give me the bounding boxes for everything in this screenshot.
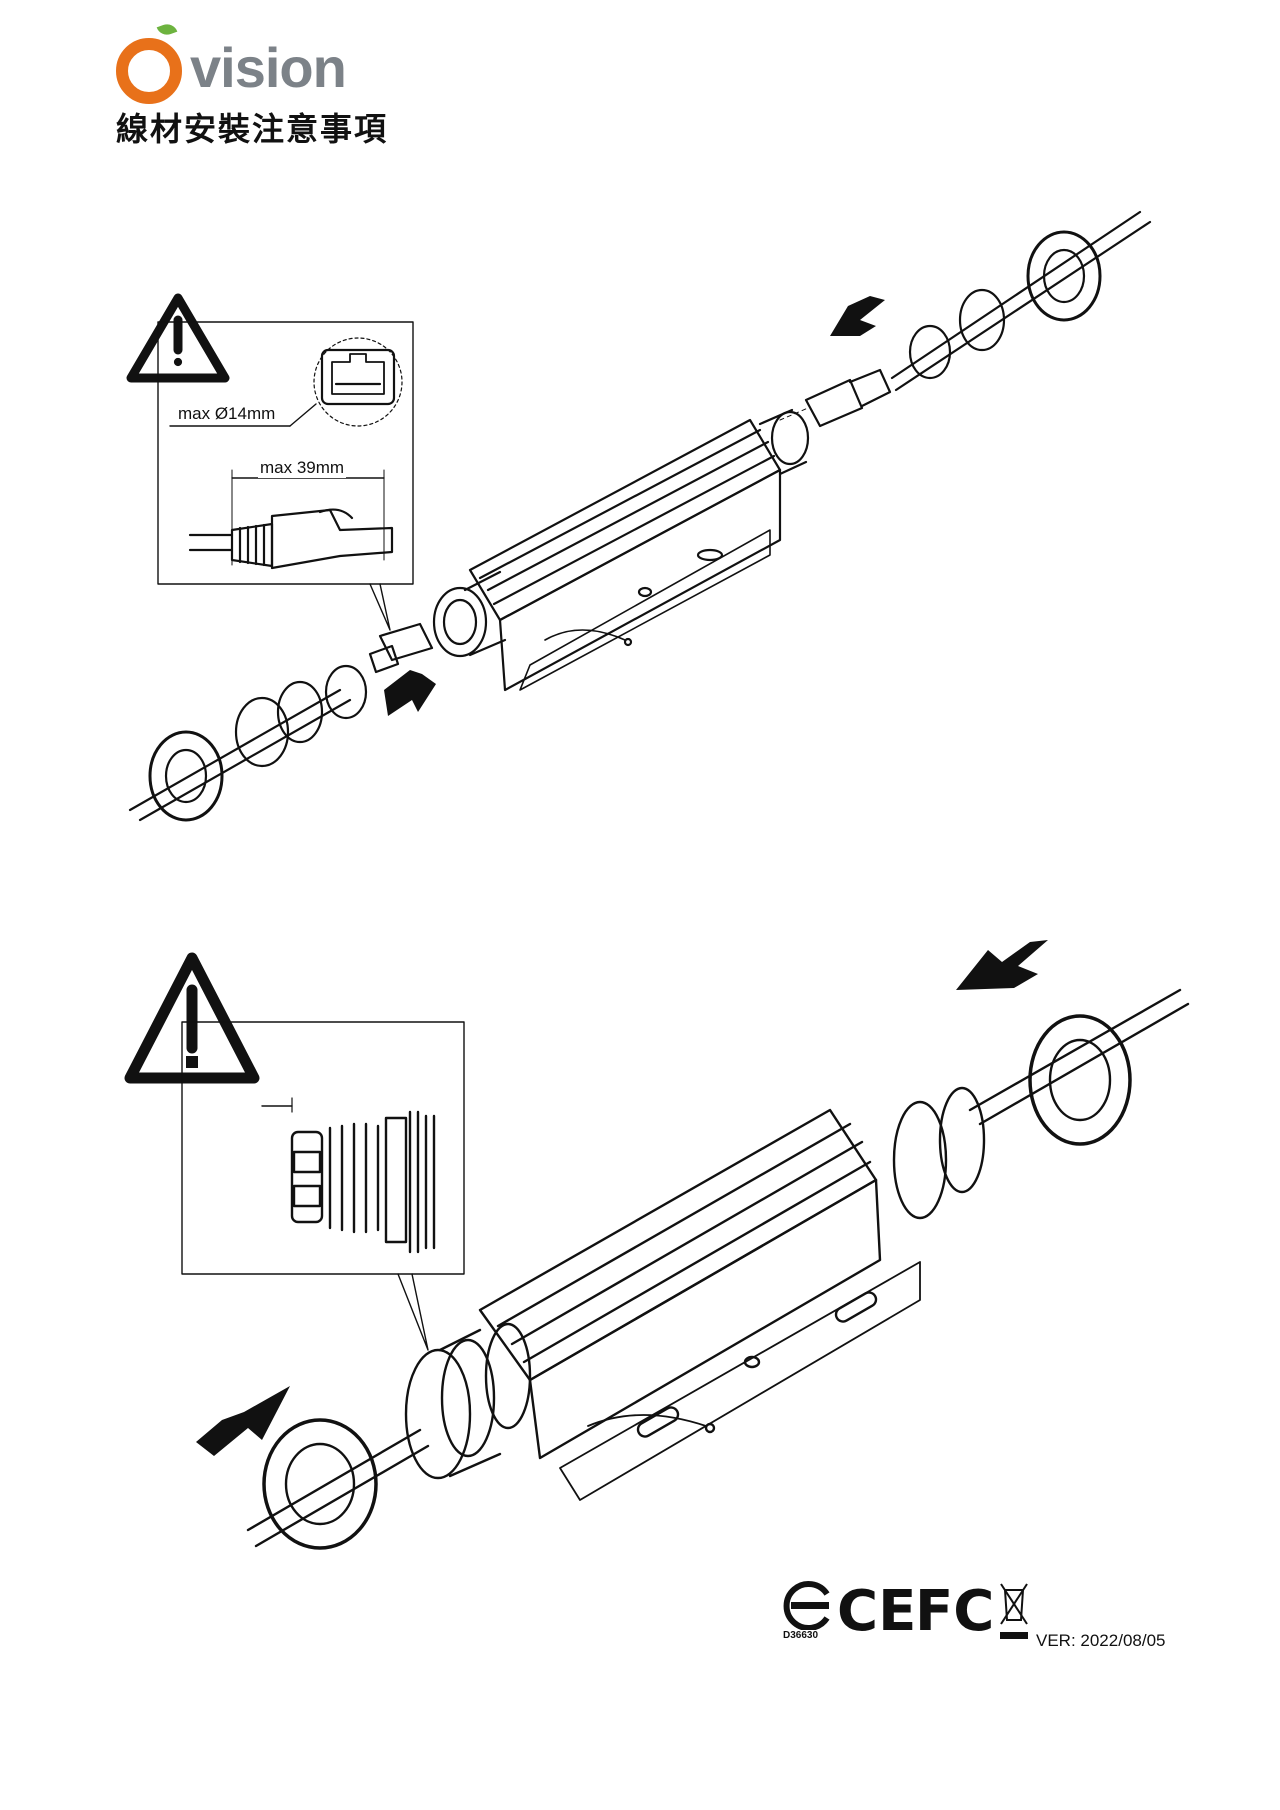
rj45-port-icon xyxy=(313,337,403,427)
version-text: VER: 2022/08/05 xyxy=(1036,1631,1166,1650)
warning-icon xyxy=(126,293,230,383)
fcc-mark: FC xyxy=(915,1579,995,1644)
page-title: 線材安裝注意事項 xyxy=(116,110,389,148)
bsmi-icon xyxy=(783,1581,830,1630)
step1-illustration xyxy=(126,210,1152,822)
weee-bin-icon xyxy=(1000,1583,1028,1639)
logo-wordmark: vision xyxy=(190,36,347,99)
warning-icon xyxy=(124,952,260,1084)
arrow-icon xyxy=(384,296,885,716)
brand-logo: vision xyxy=(112,21,352,104)
cert-code: D36630 xyxy=(783,1630,819,1641)
arrow-icon xyxy=(196,940,1048,1456)
max-diameter-label: max Ø14mm xyxy=(176,404,278,424)
ce-mark: CE xyxy=(837,1579,917,1644)
max-length-label: max 39mm xyxy=(258,458,347,478)
certification-marks: D36630 CE FC xyxy=(775,1580,1035,1650)
